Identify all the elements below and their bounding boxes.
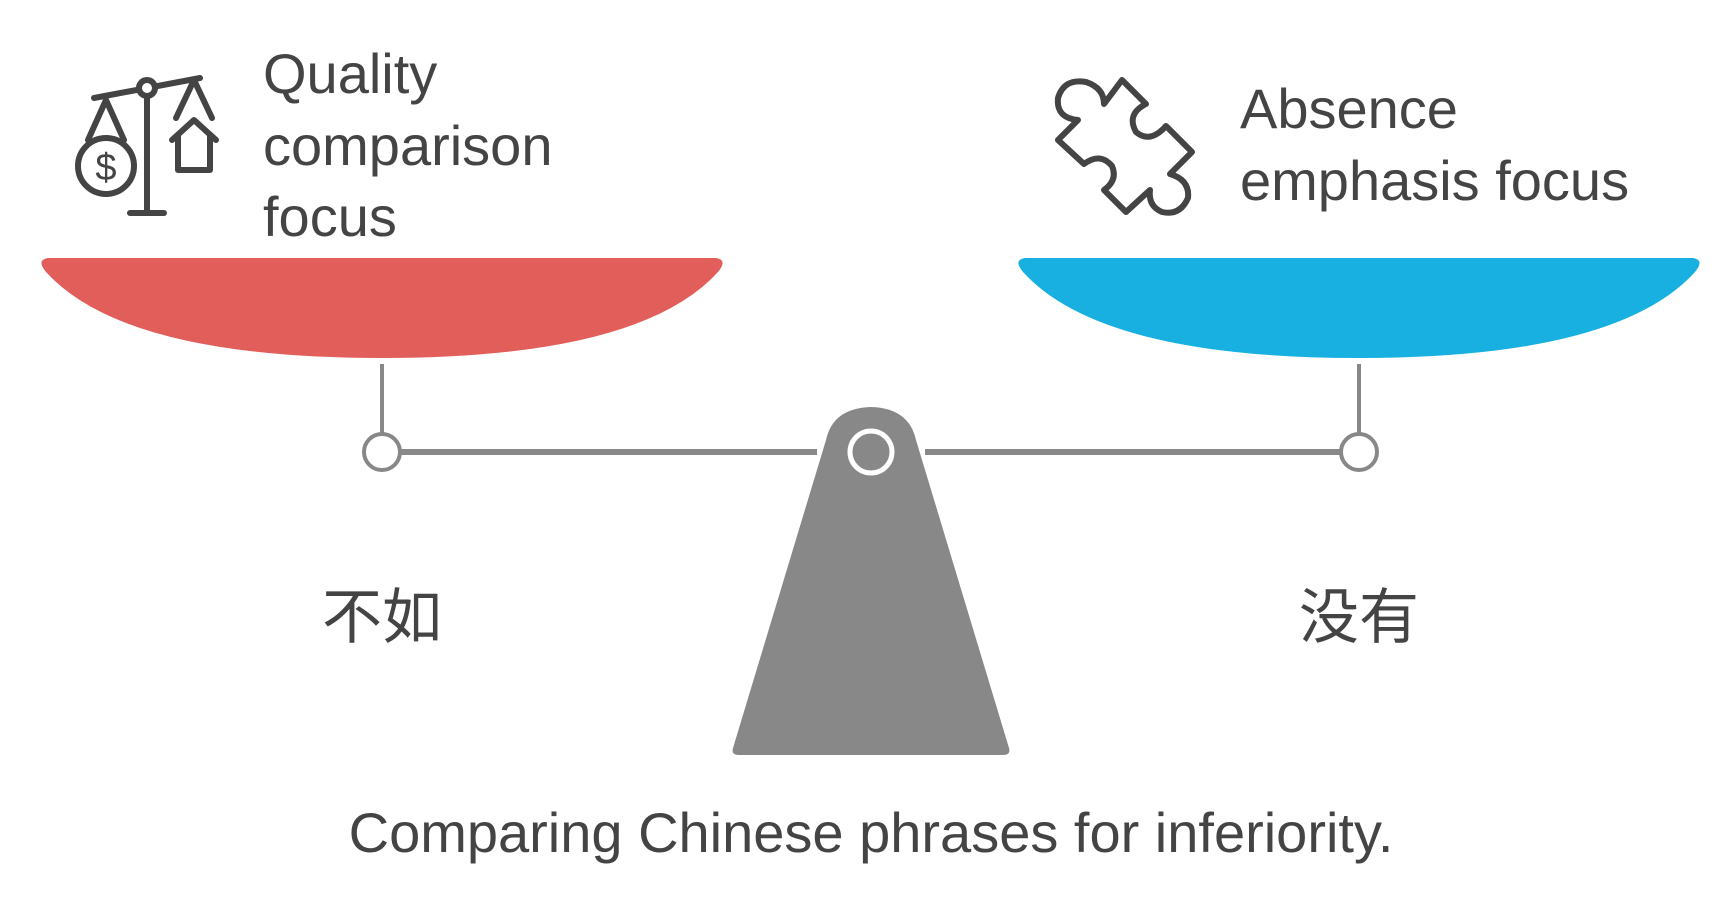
left-heading-line-3: focus <box>263 185 397 248</box>
left-pan <box>41 258 723 358</box>
svg-text:$: $ <box>95 147 116 189</box>
svg-text:Absence emphasis focus: Absence emphasis focus <box>1240 77 1629 212</box>
right-pan <box>1018 258 1700 358</box>
svg-text:Quality comparison foc: Quality comparison focus <box>263 42 568 248</box>
pivot <box>847 428 895 476</box>
right-heading-line-1: Absence <box>1240 77 1458 140</box>
puzzle-piece-icon <box>1054 77 1195 216</box>
left-heading-line-2: comparison <box>263 114 552 177</box>
right-heading-line-2: emphasis focus <box>1240 149 1629 212</box>
fulcrum <box>732 407 1010 755</box>
left-heading-line-1: Quality <box>263 42 437 105</box>
caption: Comparing Chinese phrases for inferiorit… <box>349 801 1394 864</box>
left-phrase: 不如 <box>322 584 442 651</box>
balance-scale-icon: $ <box>75 75 219 216</box>
left-joint <box>362 432 402 472</box>
right-phrase: 没有 <box>1299 584 1419 651</box>
right-joint <box>1339 432 1379 472</box>
